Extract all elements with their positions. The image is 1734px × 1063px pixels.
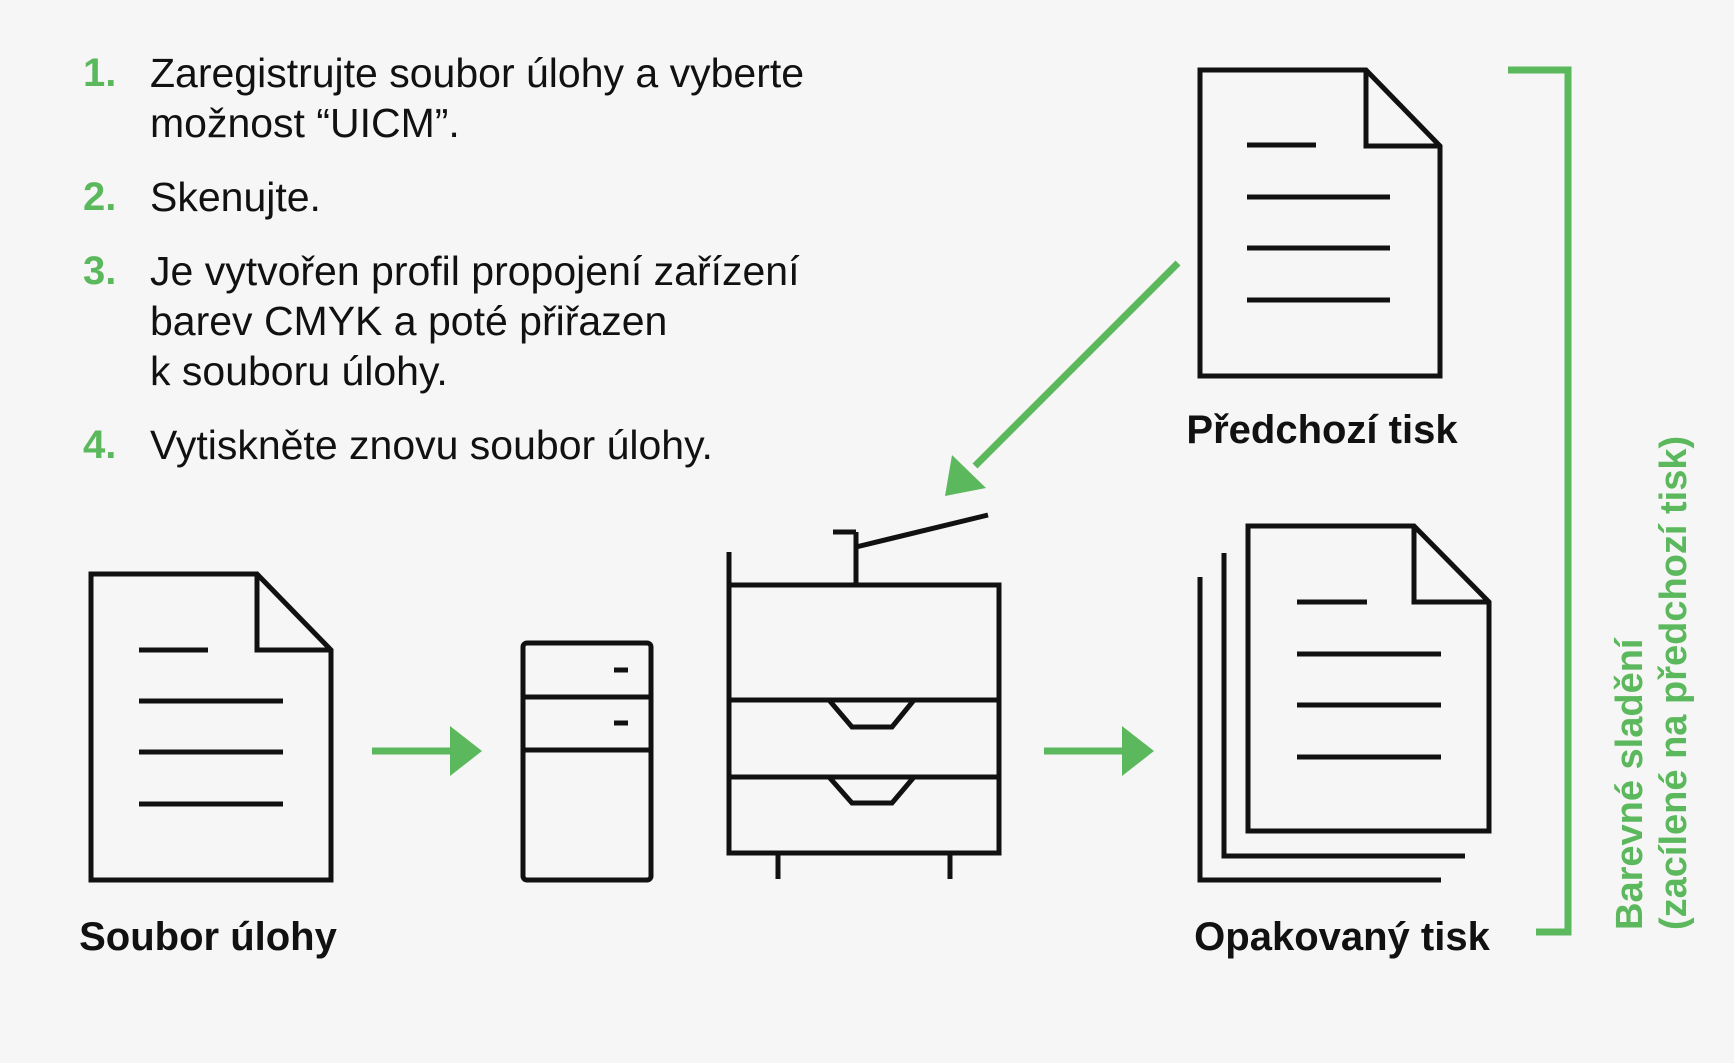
step-number: 1. [83,51,117,95]
bracket-icon [1508,66,1572,936]
job-file-label: Soubor úlohy [79,915,338,959]
step-number: 4. [83,423,117,467]
server-icon [520,640,654,883]
step-item: 2. Skenujte. [83,172,963,222]
previous-print-label: Předchozí tisk [1186,408,1458,452]
step-item: 4. Vytiskněte znovu soubor úlohy. [83,420,963,470]
step-text: Vytiskněte znovu soubor úlohy. [150,422,713,468]
step-text: Skenujte. [150,174,321,220]
steps-list: 1. Zaregistrujte soubor úlohy a vyberte … [83,48,963,494]
step-text: Je vytvořen profil propojení zařízení ba… [150,248,800,394]
repeat-print-stacked-documents-icon [1197,523,1492,883]
bracket-label-line2: (zacílené na předchozí tisk) [1653,436,1695,930]
job-file-document-icon [88,571,334,883]
printer-icon [726,512,1002,879]
step-number: 3. [83,249,117,293]
step-item: 3. Je vytvořen profil propojení zařízení… [83,246,963,396]
previous-print-document-icon [1197,67,1443,379]
repeat-print-label: Opakovaný tisk [1194,915,1490,959]
step-item: 1. Zaregistrujte soubor úlohy a vyberte … [83,48,963,148]
step-text: Zaregistrujte soubor úlohy a vyberte mož… [150,50,805,146]
bracket-label-line1: Barevné sladění [1609,637,1651,930]
arrow-diagonal-icon [945,260,1181,496]
step-number: 2. [83,175,117,219]
bracket-label: Barevné sladění (zacílené na předchozí t… [1609,436,1695,930]
arrow-right-icon [1044,726,1154,776]
arrow-right-icon [372,726,482,776]
